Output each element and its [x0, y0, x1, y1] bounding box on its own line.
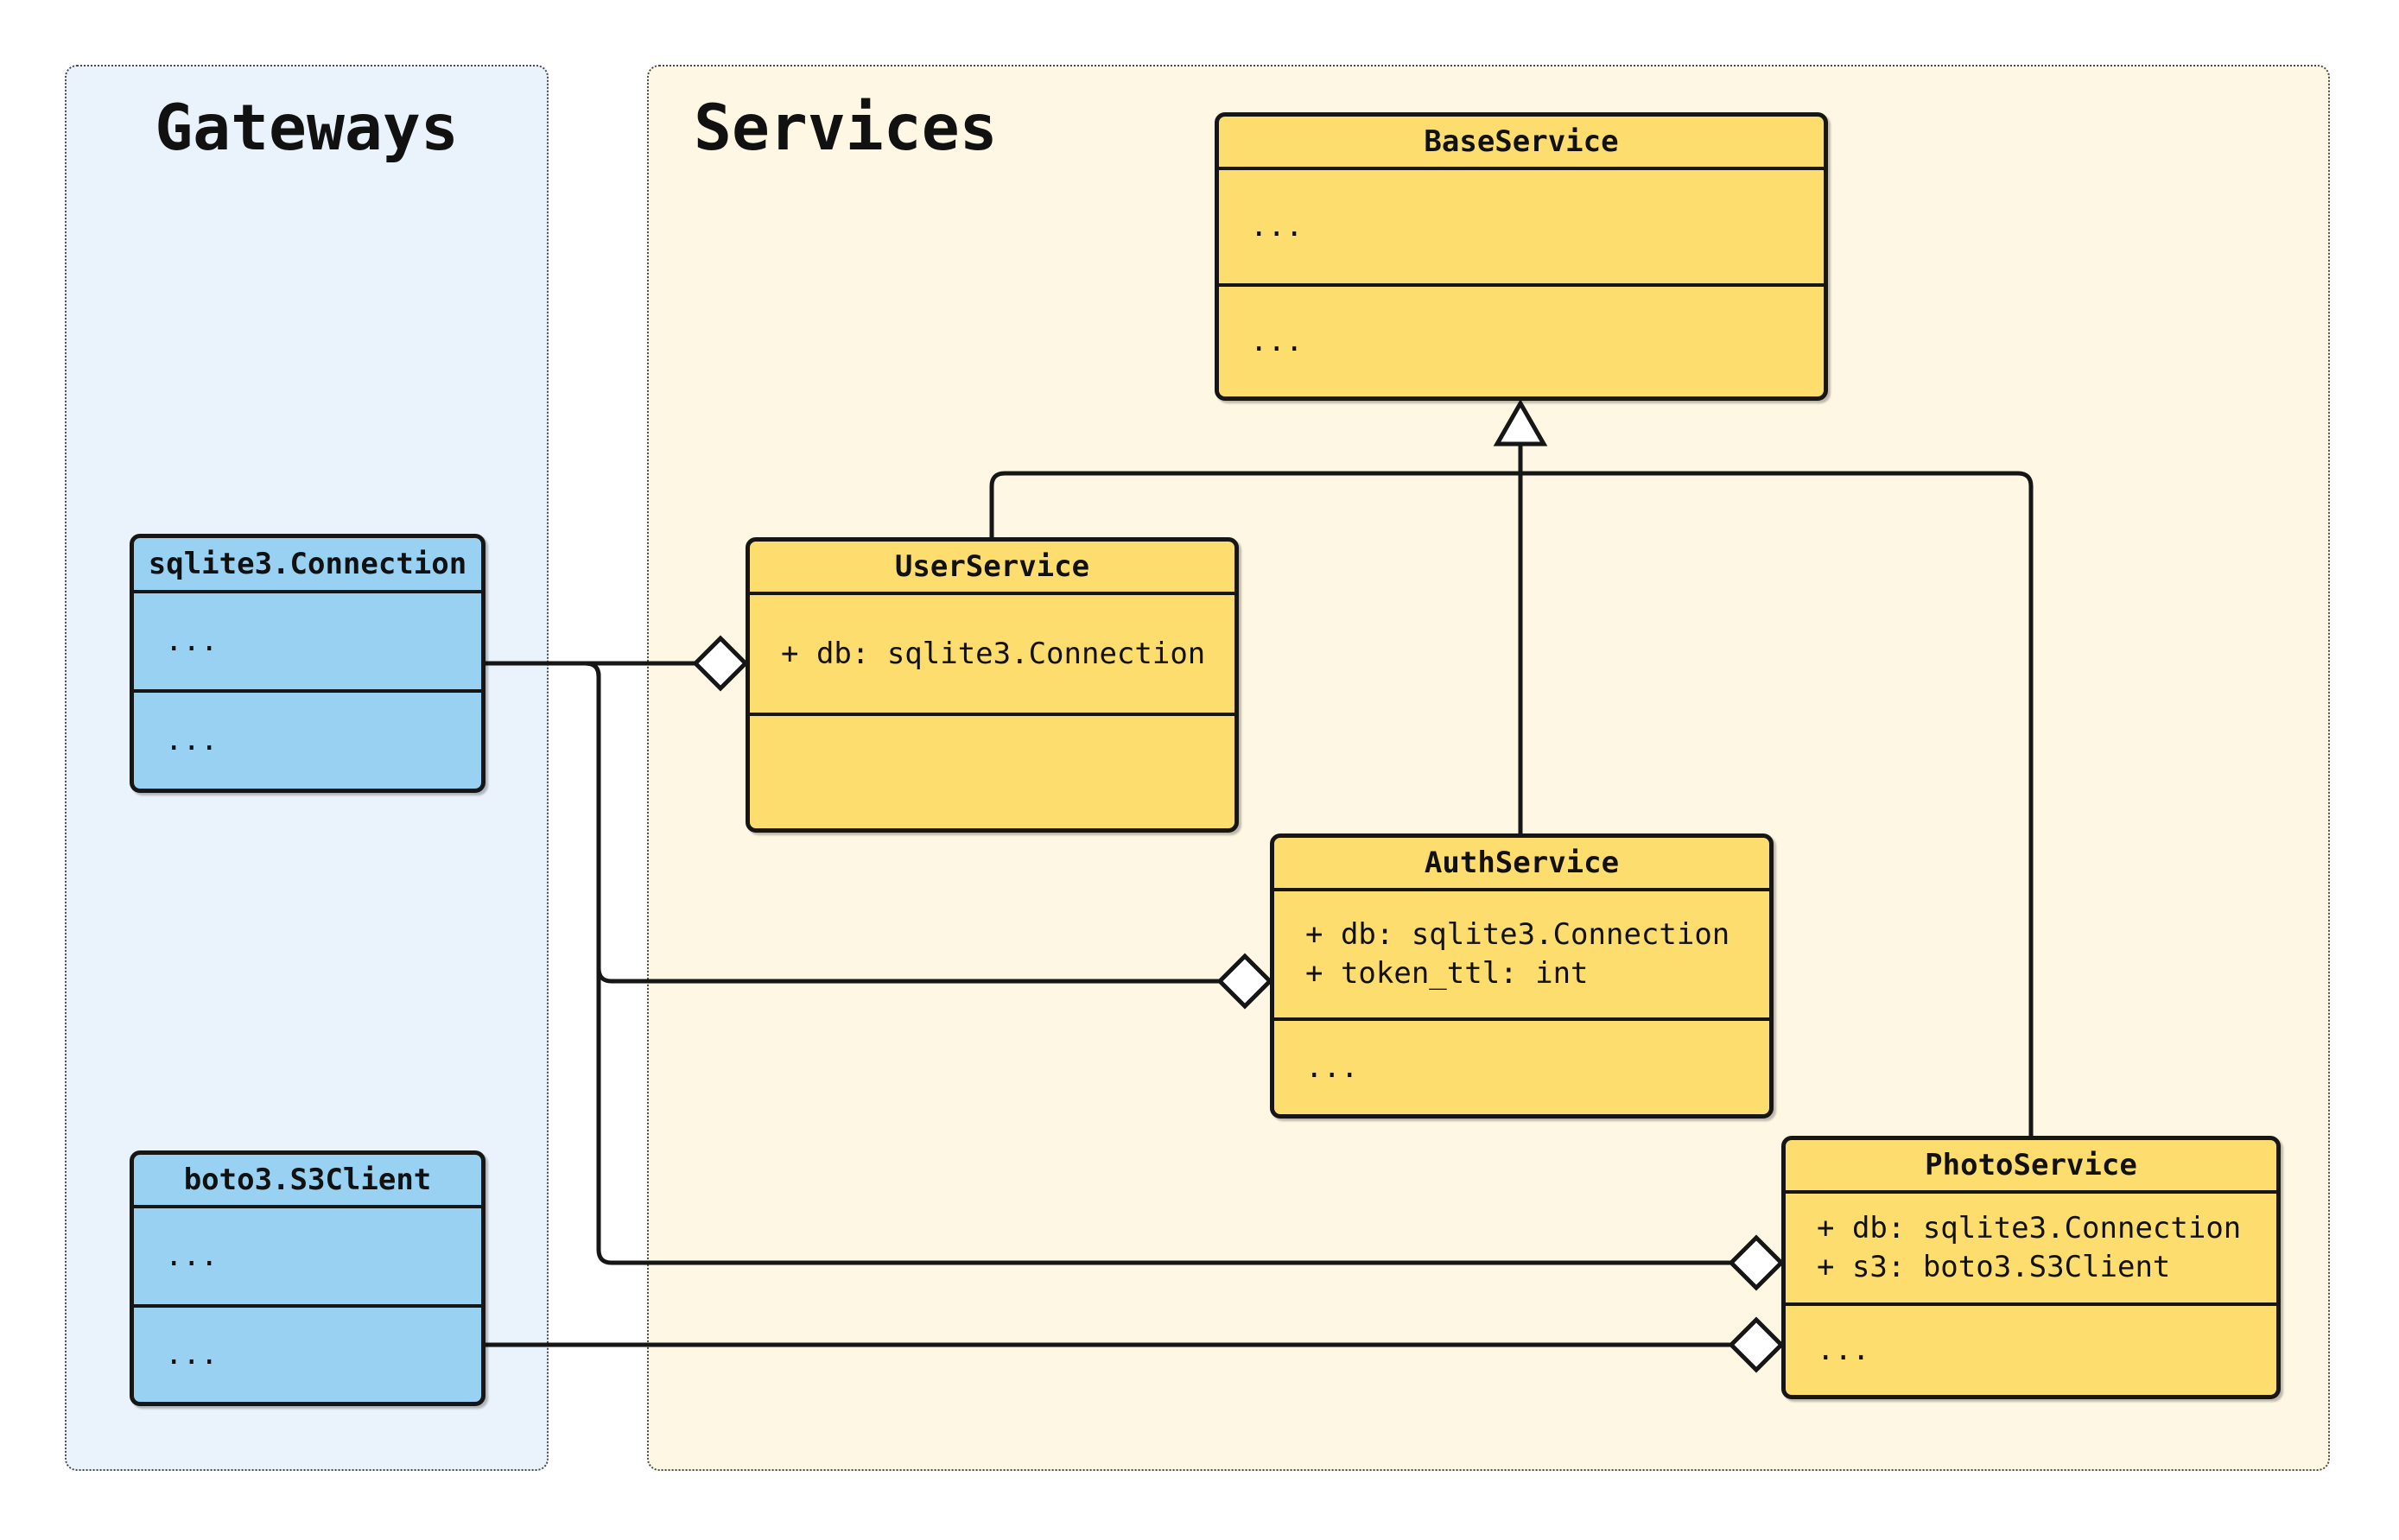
- class-title: UserService: [894, 549, 1090, 584]
- gateways-group-title: Gateways: [155, 92, 459, 165]
- attribute-row: ...: [165, 1239, 219, 1273]
- aggregation-diamond-icon: [1728, 1316, 1785, 1373]
- attribute-row: + token_ttl: int: [1305, 956, 1589, 991]
- attributes-section: ...: [134, 590, 481, 689]
- edge-inheritance-rail: [989, 398, 2034, 1140]
- class-boto3-s3client: boto3.S3Client ... ...: [130, 1150, 486, 1406]
- aggregation-diamond-icon: [1728, 1234, 1785, 1291]
- methods-section: ...: [134, 1304, 481, 1402]
- class-user-service: UserService + db: sqlite3.Connection: [746, 537, 1239, 833]
- edge-sqlite3-to-photoservice: [486, 661, 1785, 1291]
- method-row: ...: [1250, 324, 1304, 358]
- edge-boto3-to-photoservice: [486, 1316, 1785, 1373]
- attributes-section: + db: sqlite3.Connection + token_ttl: in…: [1274, 888, 1769, 1017]
- attributes-section: + db: sqlite3.Connection + s3: boto3.S3C…: [1786, 1190, 2276, 1302]
- methods-section: [750, 713, 1234, 828]
- inheritance-triangle-icon: [1493, 398, 1548, 447]
- class-base-service: BaseService ... ...: [1215, 112, 1828, 401]
- attributes-section: ...: [1219, 167, 1824, 283]
- method-row: ...: [1305, 1049, 1359, 1085]
- class-title: AuthService: [1424, 846, 1620, 880]
- method-row: ...: [165, 1337, 219, 1372]
- attributes-section: ...: [134, 1205, 481, 1304]
- class-photo-service: PhotoService + db: sqlite3.Connection + …: [1781, 1136, 2281, 1399]
- attributes-section: + db: sqlite3.Connection: [750, 592, 1234, 713]
- aggregation-diamond-icon: [1216, 953, 1273, 1010]
- methods-section: ...: [1219, 283, 1824, 396]
- method-row: ...: [1817, 1333, 1870, 1367]
- class-title: sqlite3.Connection: [148, 547, 467, 581]
- attribute-row: ...: [1250, 209, 1304, 244]
- class-sqlite3-connection: sqlite3.Connection ... ...: [130, 534, 486, 793]
- attribute-row: ...: [165, 624, 219, 658]
- services-group-title: Services: [694, 92, 998, 165]
- methods-section: ...: [1274, 1017, 1769, 1114]
- attribute-row: + db: sqlite3.Connection: [1305, 917, 1730, 952]
- class-title: boto3.S3Client: [183, 1163, 432, 1197]
- methods-section: ...: [1786, 1302, 2276, 1395]
- attribute-row: + db: sqlite3.Connection: [781, 636, 1206, 671]
- aggregation-diamond-icon: [692, 635, 749, 692]
- method-row: ...: [165, 723, 219, 757]
- class-title: BaseService: [1424, 124, 1619, 159]
- methods-section: ...: [134, 689, 481, 789]
- attribute-row: + db: sqlite3.Connection: [1817, 1211, 2242, 1245]
- class-auth-service: AuthService + db: sqlite3.Connection + t…: [1270, 833, 1774, 1119]
- class-title: PhotoService: [1925, 1148, 2137, 1182]
- attribute-row: + s3: boto3.S3Client: [1817, 1250, 2171, 1284]
